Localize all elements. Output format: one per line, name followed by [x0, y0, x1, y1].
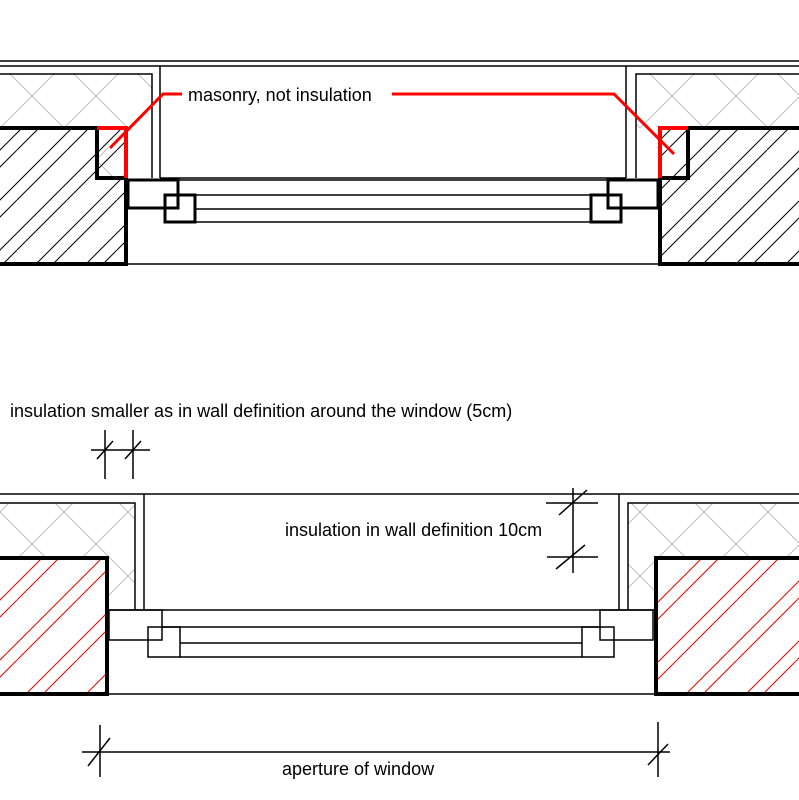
insulation-left — [0, 494, 145, 610]
insulation-10cm-annotation: insulation in wall definition 10cm — [285, 520, 542, 540]
leader-line-right — [392, 92, 676, 156]
leader-line-left — [108, 92, 182, 150]
masonry-annotation-label: masonry, not insulation — [188, 85, 372, 105]
masonry-wall-right — [658, 126, 799, 266]
window-frame-right — [581, 609, 654, 658]
insulation-left — [0, 66, 161, 178]
window-frame-right — [589, 178, 660, 224]
window-glazing — [162, 626, 600, 658]
dimension-10cm — [546, 488, 598, 573]
masonry-highlight-left — [97, 126, 128, 178]
dimension-5cm — [91, 430, 150, 479]
window-frame-left — [108, 609, 181, 658]
masonry-wall-right — [654, 556, 799, 696]
bottom-detail: insulation smaller as in wall definition… — [0, 401, 799, 779]
dimension-aperture — [82, 722, 670, 777]
aperture-annotation: aperture of window — [282, 759, 435, 779]
masonry-highlight-right — [658, 126, 688, 178]
masonry-wall-left — [0, 126, 128, 266]
top-detail: masonry, not insulation — [0, 60, 799, 266]
window-glazing — [178, 179, 608, 223]
masonry-wall-left — [0, 556, 109, 696]
insulation-right — [618, 494, 799, 610]
insulation-right — [625, 66, 799, 178]
window-frame-left — [126, 178, 197, 224]
insulation-smaller-annotation: insulation smaller as in wall definition… — [10, 401, 512, 421]
